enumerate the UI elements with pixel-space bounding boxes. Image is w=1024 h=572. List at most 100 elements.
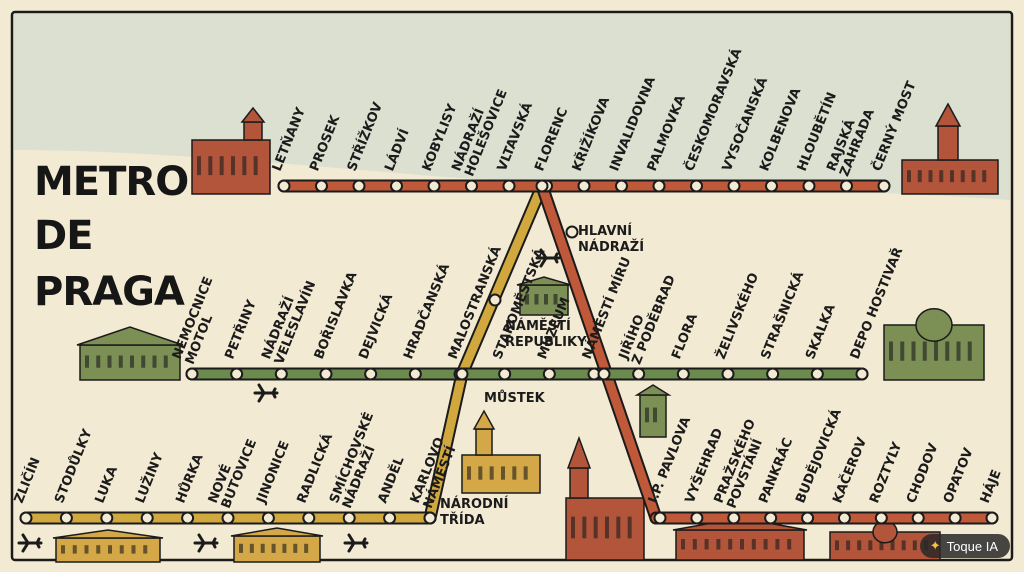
building-letnany-window [231,156,235,176]
airplane-icon [193,533,219,553]
building-jinonice-roof [230,527,324,537]
building-narodni [461,409,541,494]
building-cerny-most-tower [937,125,959,161]
station-prosek-stop [315,179,328,193]
station-narodni-trida-stop [423,511,437,525]
building-chodov-window [879,540,884,551]
building-cerny-most-window [917,170,922,183]
building-pankrac-window [728,539,733,550]
building-zlicin [52,529,164,563]
station-kacerov-stop [837,511,851,525]
station-letnany-stop [277,179,291,193]
station-hradcanska-stop [408,367,422,381]
building-chodov-window [901,540,906,551]
station-zelivskeho-stop [721,367,735,381]
station-muzeum-stop [542,367,556,381]
building-jinonice-window [304,543,309,553]
station-krizikova-stop [577,179,591,193]
building-hostivar-window [956,341,961,361]
building-namesti-republiky-window [525,294,529,305]
building-zlicin-window [61,545,65,554]
building-narodni-window [501,466,505,480]
building-hostivar-window [922,341,927,361]
building-namesti-republiky-window [534,294,539,305]
building-chodov-window [912,540,917,551]
building-hostivar-window [911,341,916,361]
station-invalidovna-stop [615,179,628,193]
station-skalka-stop [810,367,824,381]
station-kobylisy-stop [427,179,441,193]
station-hloubetin-stop [802,179,816,193]
station-luka-stop [100,511,114,525]
building-motol-window [130,355,134,368]
building-vysehrad [565,435,645,561]
station-roztyly-stop [874,511,888,525]
building-motol-window [85,355,89,368]
station-kolbenova-stop [765,179,778,193]
building-jinonice [230,527,324,563]
building-narodni-window [523,466,528,480]
station-chodov-stop [911,511,925,525]
building-letnany-spire [240,106,266,123]
yellow-line-diagonal-upper [457,181,547,379]
building-chodov-window [835,540,839,551]
building-cerny-most-window [982,170,987,183]
building-mustek-window [653,407,657,423]
station-dejvicka-stop [364,367,378,381]
station-ladvi-stop [390,179,403,193]
building-pankrac-window [751,539,756,550]
station-cerny-most-stop [877,179,891,193]
map-title-line-2: DE [34,213,94,259]
building-letnany [191,106,271,195]
station-petriny-stop [230,367,244,381]
building-cerny-most-window [928,170,933,183]
station-haje-stop [985,511,999,525]
station-ceskomoravska-stop [690,179,703,193]
building-vysehrad-window [571,516,575,539]
station-jiriho-z-podebrad-stop [632,367,646,381]
yellow-line-diagonal-lower [425,369,467,523]
building-jinonice-window [282,543,287,553]
station-i-p-pavlova-stop [653,511,667,525]
brand-badge[interactable]: ✦ Toque IA [919,534,1010,558]
station-andel-stop [383,511,397,525]
station-nove-butovice-stop [221,511,235,525]
airplane-icon-shape [343,533,369,553]
station-namesti-republiky-label-line: REPUBLIKY [505,335,587,350]
building-cerny-most-window [939,170,944,183]
building-pankrac-window [787,539,792,550]
building-chodov-window [890,540,895,551]
building-vysehrad-tower [569,467,589,499]
station-namesti-republiky-label-line: NÁMĚSTÍ [505,318,571,334]
station-budejovicka-stop [801,511,815,525]
building-vysehrad-window [582,516,587,539]
building-motol-window [107,355,112,368]
building-cerny-most-window [907,170,911,183]
building-jinonice-window [249,543,254,553]
building-zlicin-window [131,545,136,554]
station-strizkov-stop [352,179,366,193]
airplane-icon-shape [17,533,43,553]
building-pankrac-window [681,539,685,550]
building-pankrac-window [763,539,768,550]
station-namesti-republiky-stop [488,293,502,307]
building-chodov-window [857,540,862,551]
building-letnany-tower [243,121,263,141]
station-hlavni-nadrazi-label-line: HLAVNÍ [578,223,632,239]
station-hlavni-nadrazi-label-line: NÁDRAŽÍ [578,239,644,255]
building-cerny-most-window [960,170,965,183]
building-motol-window [96,355,101,368]
station-narodni-trida-label-line: TŘÍDA [440,512,485,528]
station-stodulky-stop [59,511,73,525]
station-rajska-zahrada-stop [840,179,853,193]
brand-badge-label: Toque IA [946,538,998,554]
building-pankrac-window [692,539,697,550]
building-jinonice-window [271,543,276,553]
station-luziny-stop [140,511,154,525]
map-title-line-1: METRO [34,159,189,205]
map-title-line-3: PRAGA [34,269,185,315]
station-strasnicka-stop [766,367,780,381]
building-jinonice-window [293,543,298,553]
building-namesti-republiky-roof [516,276,572,286]
